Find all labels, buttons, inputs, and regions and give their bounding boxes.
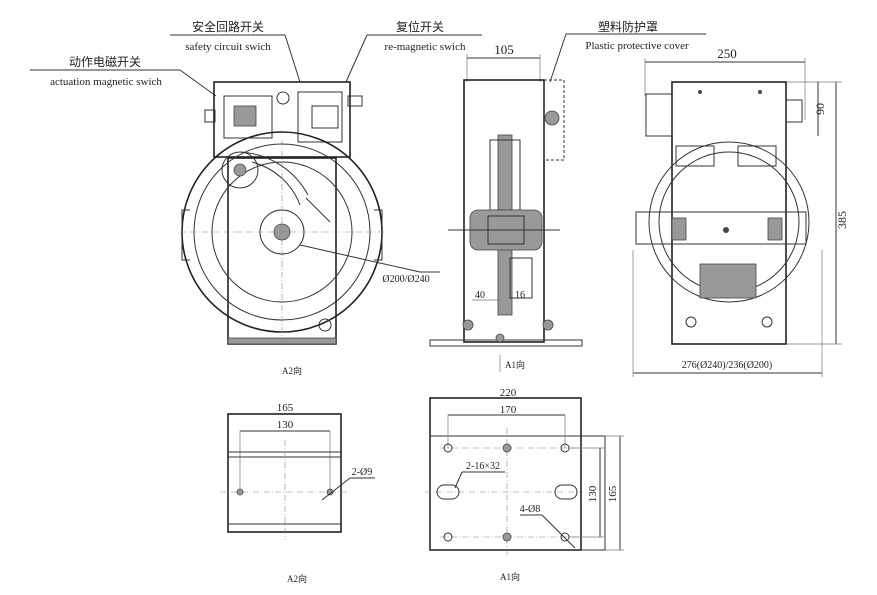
callout-reset-switch: 复位开关 re-magnetic swich <box>345 19 482 83</box>
dim-a1-outer: 220 <box>500 387 517 399</box>
callout-cover-cn: 塑料防护罩 <box>598 19 658 34</box>
callout-actuation-cn: 动作电磁开关 <box>69 54 141 69</box>
callout-cover: 塑料防护罩 Plastic protective cover <box>549 19 706 83</box>
governor-side-view: 105 40 16 A1向 <box>429 42 583 372</box>
a1-base-plate-view: 220 170 2-16×32 4-Ø8 130 165 A1向 <box>425 387 624 582</box>
dim-sheave-diameter: Ø200/Ø240 <box>382 274 429 285</box>
dim-40: 40 <box>475 290 485 301</box>
dim-a2-holes: 2-Ø9 <box>352 467 373 478</box>
callout-reset-cn: 复位开关 <box>396 19 444 34</box>
dim-side-width: 105 <box>494 42 514 57</box>
callout-actuation-en: actuation magnetic swich <box>50 76 162 88</box>
view-label-a1-top: A1向 <box>505 359 525 370</box>
callout-actuation-switch: 动作电磁开关 actuation magnetic swich <box>30 54 217 97</box>
callout-safety-en: safety circuit swich <box>185 41 271 53</box>
dim-a2-inner: 130 <box>277 419 294 431</box>
dim-front-width: 250 <box>717 46 737 61</box>
dim-a2-outer: 165 <box>277 402 294 414</box>
view-label-a2-bottom: A2向 <box>287 573 307 584</box>
dim-a1-slots: 2-16×32 <box>466 461 500 472</box>
callout-reset-en: re-magnetic swich <box>385 41 466 53</box>
dim-a1-v-outer: 165 <box>607 485 619 502</box>
dim-top-offset: 90 <box>813 103 827 115</box>
dim-a1-holes: 4-Ø8 <box>520 504 541 515</box>
dim-base-width: 276(Ø240)/236(Ø200) <box>682 360 773 371</box>
dim-a1-v-inner: 130 <box>587 485 599 502</box>
callout-cover-en: Plastic protective cover <box>585 40 689 52</box>
dim-height: 385 <box>835 211 849 229</box>
callout-safety-cn: 安全回路开关 <box>192 19 264 34</box>
a2-base-plate-view: 165 130 2-Ø9 A2向 <box>220 402 375 584</box>
view-label-a1-bottom: A1向 <box>500 571 520 582</box>
view-label-a2-top: A2向 <box>282 365 302 376</box>
dim-16: 16 <box>515 290 525 301</box>
callout-safety-switch: 安全回路开关 safety circuit swich <box>170 19 301 83</box>
governor-rear-view: 250 90 385 276(Ø240)/236(Ø200) <box>632 46 849 377</box>
governor-front-view: Ø200/Ø240 A2向 <box>180 81 440 376</box>
dim-a1-inner: 170 <box>500 404 517 416</box>
